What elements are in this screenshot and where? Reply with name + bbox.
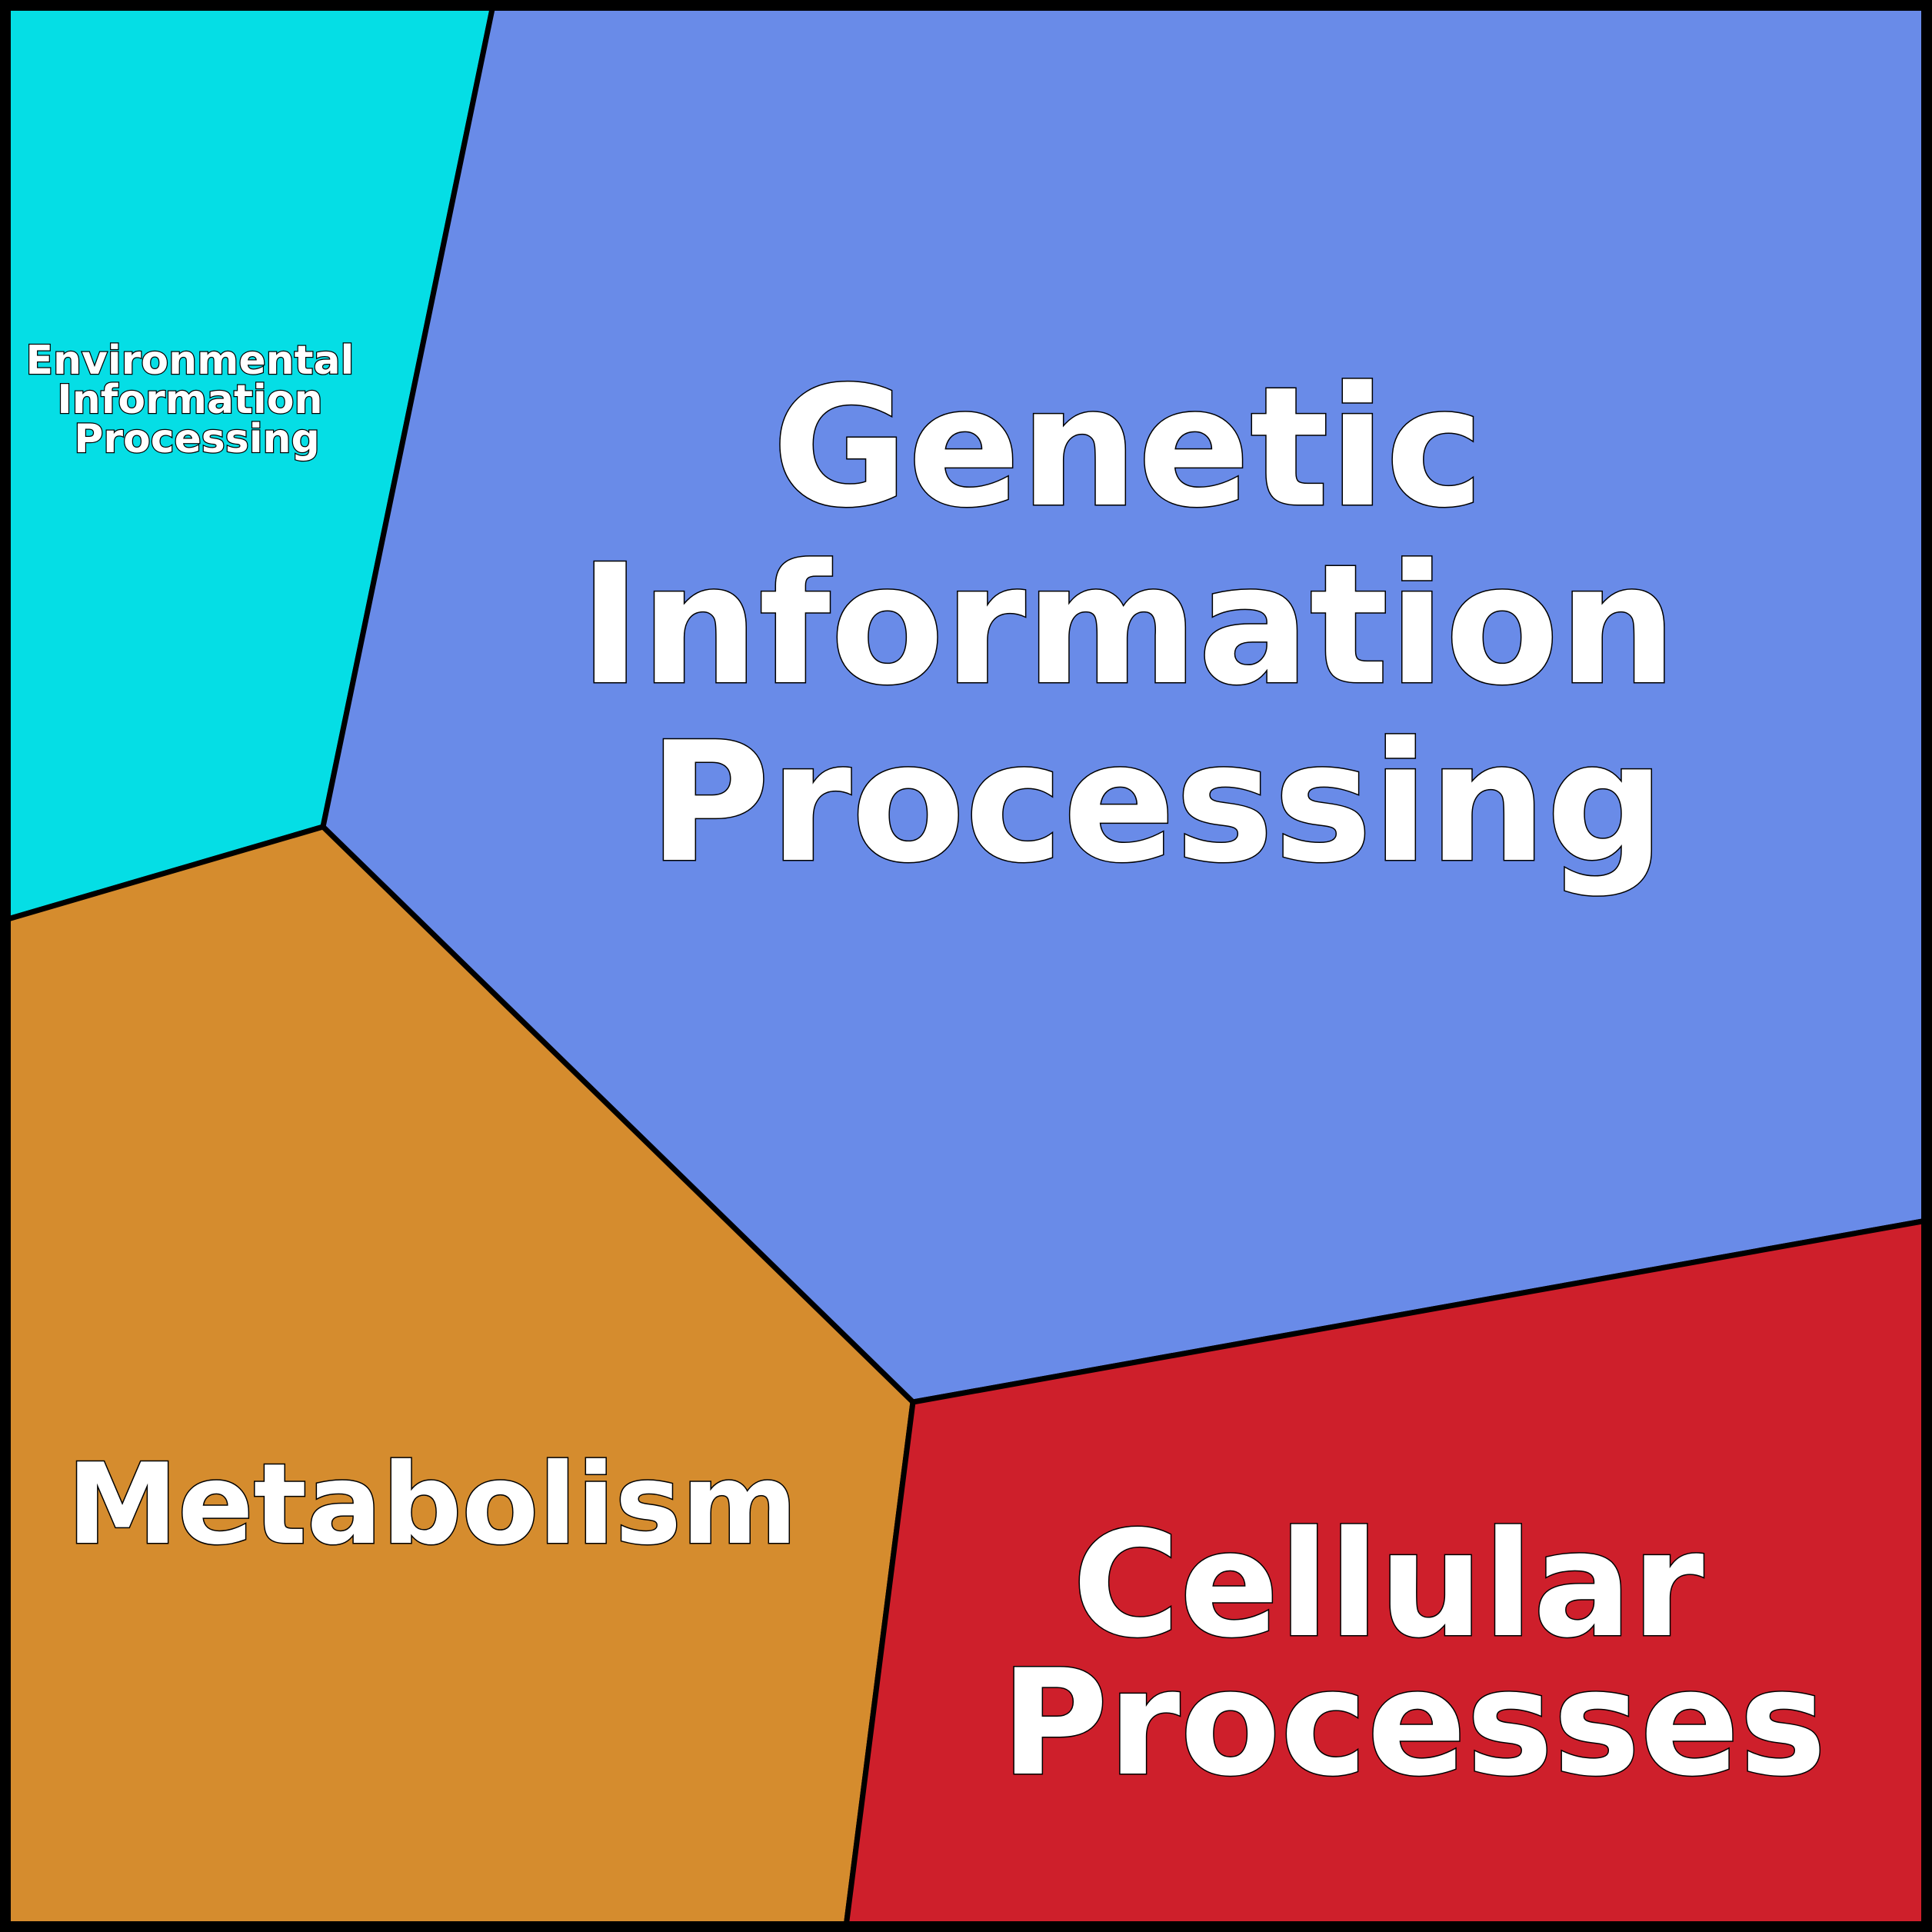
label-cellular-processes: Cellular Processes: [1001, 1500, 1826, 1808]
label-line: Processing: [74, 416, 320, 462]
label-line: Genetic: [772, 351, 1484, 544]
label-line: Environmental: [25, 338, 354, 384]
label-line: Processes: [1001, 1638, 1826, 1808]
label-line: Metabolism: [67, 1440, 798, 1570]
label-line: Information: [57, 377, 322, 423]
label-line: Processing: [648, 706, 1664, 899]
label-environmental-information-processing: Environmental Information Processing: [25, 338, 368, 462]
label-metabolism: Metabolism: [67, 1440, 798, 1570]
label-line: Cellular: [1072, 1500, 1704, 1670]
label-genetic-information-processing: Genetic Information Processing: [579, 351, 1734, 899]
label-line: Information: [579, 528, 1677, 721]
